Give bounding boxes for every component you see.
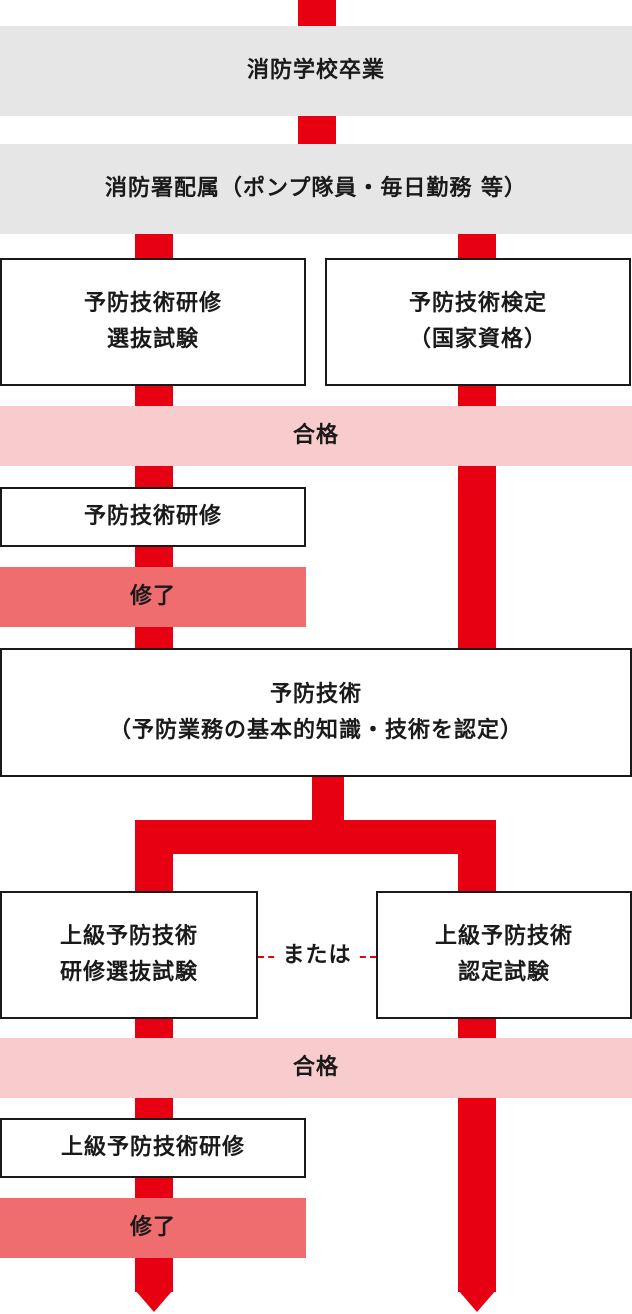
connector-top (298, 0, 336, 26)
box-certification: 予防技術 （予防業務の基本的知識・技術を認定） (0, 648, 632, 777)
band-complete-1-label: 修了 (129, 584, 176, 609)
box-training-1-label: 予防技術研修 (83, 504, 222, 529)
connector-mid (298, 116, 336, 144)
box-training-2: 上級予防技術研修 (0, 1118, 306, 1178)
box-advanced-cert-exam-line1: 上級予防技術 (434, 924, 573, 949)
or-label-wrap: または (258, 937, 376, 975)
box-training-selection-exam-line2: 選抜試験 (106, 327, 199, 352)
band-pass-2-label: 合格 (292, 1055, 339, 1080)
box-certification-line2: （予防業務の基本的知識・技術を認定） (108, 717, 523, 743)
band-complete-1: 修了 (0, 567, 306, 627)
arrow-down-left-icon (135, 1290, 173, 1312)
box-advanced-selection-exam: 上級予防技術 研修選抜試験 (0, 891, 258, 1019)
band-pass-1-label: 合格 (292, 423, 339, 448)
box-training-2-label: 上級予防技術研修 (60, 1135, 245, 1160)
step-assignment-label: 消防署配属（ポンプ隊員・毎日勤務 等） (104, 176, 527, 201)
step-graduation-label: 消防学校卒業 (246, 58, 385, 83)
box-advanced-cert-exam: 上級予防技術 認定試験 (376, 891, 632, 1019)
band-pass-2: 合格 (0, 1038, 632, 1098)
box-national-exam: 予防技術検定 （国家資格） (325, 258, 631, 386)
or-label: または (278, 938, 356, 974)
box-advanced-selection-exam-line1: 上級予防技術 (59, 924, 198, 949)
box-training-selection-exam: 予防技術研修 選抜試験 (0, 258, 306, 386)
connector-branch-stem (312, 777, 344, 822)
box-advanced-selection-exam-line2: 研修選抜試験 (59, 960, 198, 985)
box-advanced-cert-exam-line2: 認定試験 (457, 960, 550, 985)
box-training-1: 予防技術研修 (0, 487, 306, 547)
band-pass-1: 合格 (0, 406, 632, 466)
band-complete-2: 修了 (0, 1198, 306, 1258)
step-graduation: 消防学校卒業 (0, 26, 632, 116)
box-certification-line1: 予防技術 (269, 681, 362, 707)
connector-branch-horizontal (135, 820, 496, 854)
step-assignment: 消防署配属（ポンプ隊員・毎日勤務 等） (0, 144, 632, 234)
arrow-down-right-icon (458, 1290, 496, 1312)
box-national-exam-line1: 予防技術検定 (408, 291, 547, 316)
box-national-exam-line2: （国家資格） (408, 327, 547, 352)
band-complete-2-label: 修了 (129, 1215, 176, 1240)
box-training-selection-exam-line1: 予防技術研修 (83, 291, 222, 316)
